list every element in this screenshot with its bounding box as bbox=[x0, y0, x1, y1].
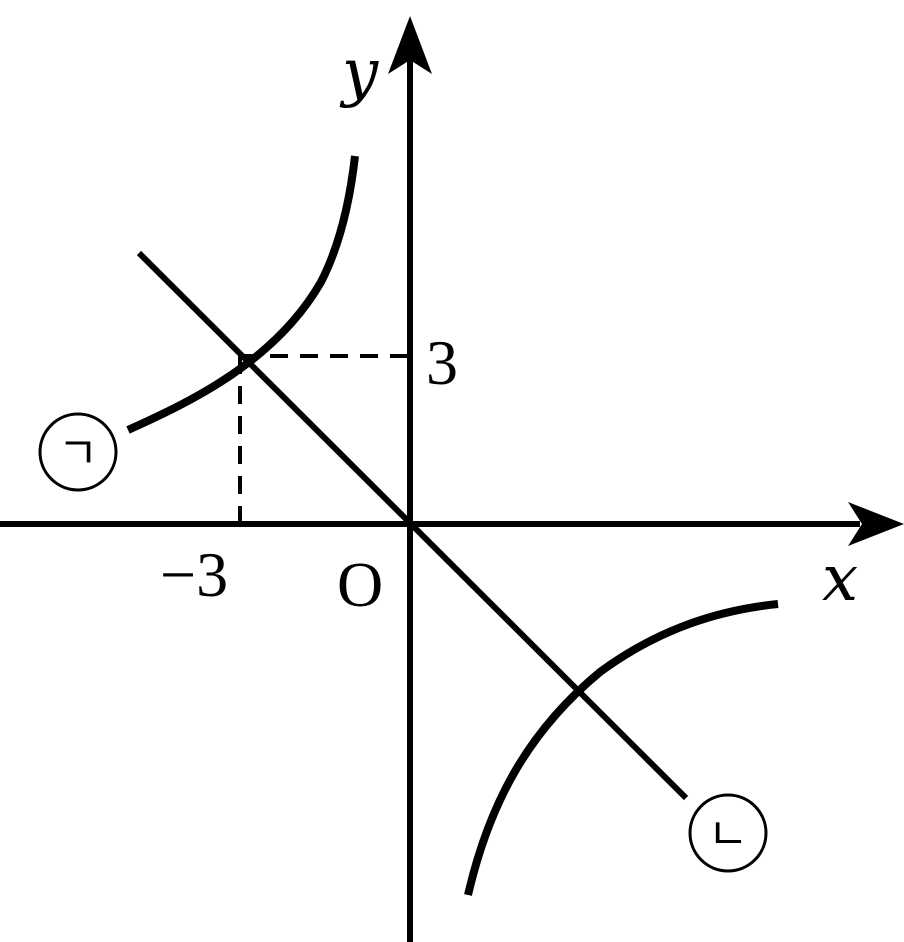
curve-first bbox=[126, 155, 359, 434]
curve-label-second-text: ㄴ bbox=[708, 809, 748, 860]
x-axis-arrow bbox=[848, 502, 904, 546]
curve-label-first-text: ㄱ bbox=[58, 428, 98, 479]
x-axis-label: x bbox=[822, 542, 858, 616]
line-through-origin bbox=[136, 250, 689, 801]
label-circle bbox=[38, 412, 118, 492]
curve-label-first: ㄱ bbox=[38, 412, 118, 492]
curve-second bbox=[464, 600, 779, 896]
y-axis-arrow bbox=[388, 16, 432, 74]
label-circle bbox=[688, 793, 768, 873]
x-tick-label: −3 bbox=[160, 539, 228, 610]
y-axis-label: y bbox=[339, 36, 379, 110]
origin-label: O bbox=[337, 549, 383, 620]
y-tick-label: 3 bbox=[426, 327, 458, 398]
curve-label-second: ㄴ bbox=[688, 793, 768, 873]
